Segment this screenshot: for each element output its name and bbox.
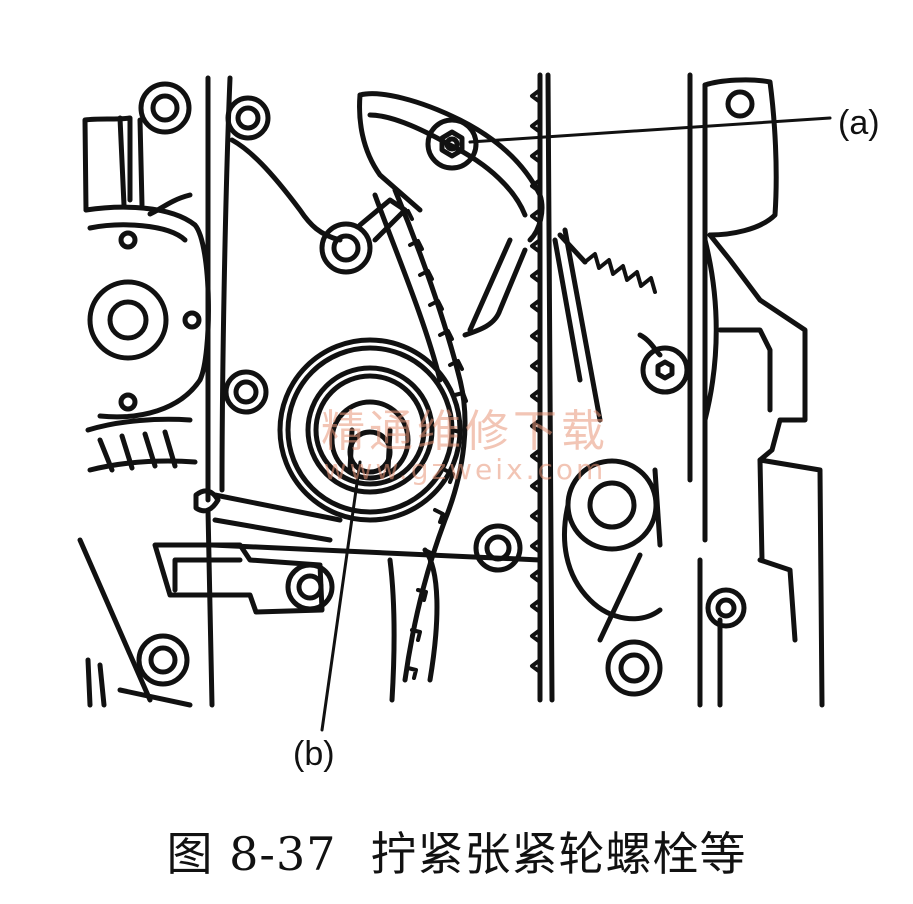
lower-bracket-bolt (285, 562, 335, 612)
tensioner-pulley (277, 337, 463, 523)
timing-belt-right-strand (530, 72, 555, 703)
callout-label-a: (a) (838, 104, 880, 142)
cylinder-head-housing (687, 72, 825, 708)
belt-teeth-right (530, 88, 542, 674)
lower-bracket (152, 542, 543, 615)
lower-left-bolt (136, 633, 190, 687)
water-pump-housing (82, 115, 211, 473)
right-bolt-lower (605, 639, 663, 697)
callout-line-a (468, 116, 832, 144)
cover-bolt-top (225, 95, 343, 243)
figure-caption: 图 8-37 拧紧张紧轮螺栓等 (0, 818, 913, 884)
callout-line-b (320, 460, 362, 732)
tensioner-arm (462, 227, 603, 423)
callout-label-b: (b) (293, 735, 335, 773)
timing-belt (372, 187, 468, 703)
figure-title: 拧紧张紧轮螺栓等 (370, 827, 747, 881)
figure-number: 图 8-37 (166, 827, 337, 881)
cover-bolt-middle (223, 369, 269, 415)
right-bolt-upper (705, 587, 747, 629)
lower-center-bolt (473, 523, 523, 573)
idler-bolt (319, 197, 408, 275)
camshaft-hub (561, 458, 663, 643)
tensioner-spring (557, 232, 663, 358)
spring-anchor-bolt (640, 345, 690, 395)
lower-left-lines (77, 537, 193, 708)
water-pump-upper-bolt (138, 81, 192, 135)
tensioner-bolt-a (425, 117, 479, 171)
